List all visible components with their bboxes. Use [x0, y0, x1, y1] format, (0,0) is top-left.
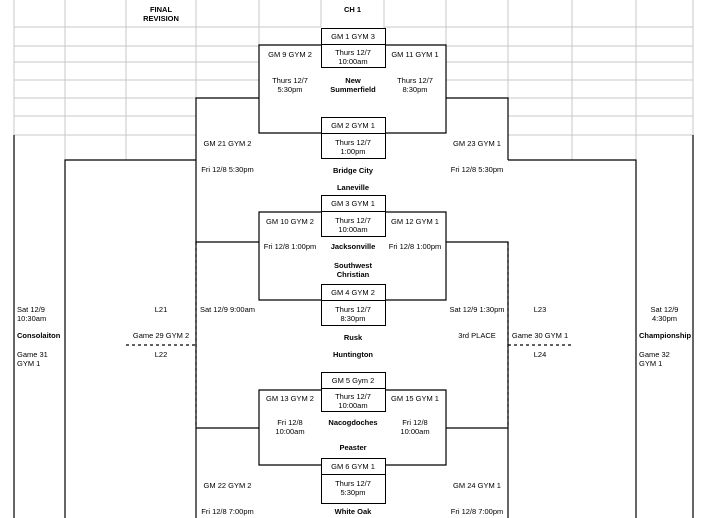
championship-label: Championship [639, 331, 692, 340]
game-2-team: Bridge City [332, 166, 373, 175]
game-3-label: GM 3 GYM 1 [331, 199, 375, 208]
game-3-team: Jacksonville [330, 242, 376, 251]
game-23-time: Fri 12/8 5:30pm [450, 165, 504, 174]
game-5-team2: Peaster [339, 443, 367, 452]
game-2-time: Thurs 12/7 1:00pm [335, 138, 371, 156]
game-4-label: GM 4 GYM 2 [331, 288, 375, 297]
game-2-time-box [321, 133, 386, 159]
game-11-label: GM 11 GYM 1 [391, 50, 439, 59]
game-24-time: Fri 12/8 7:00pm [450, 507, 504, 516]
game-5-team: Nacogdoches [328, 418, 378, 427]
game-9-label: GM 9 GYM 2 [268, 50, 312, 59]
game-1-time: Thurs 12/7 10:00am [335, 48, 371, 66]
ch-label: CH 1 [343, 5, 362, 14]
game-30-label: Game 30 GYM 1 [511, 331, 569, 340]
game-22-label: GM 22 GYM 2 [203, 481, 252, 490]
game-21-time: Fri 12/8 5:30pm [201, 165, 254, 174]
game-15-time: Fri 12/8 10:00am [400, 418, 430, 436]
game-12-time: Fri 12/8 1:00pm [388, 242, 442, 251]
game-21-label: GM 21 GYM 2 [203, 139, 252, 148]
game-11-time: Thurs 12/7 8:30pm [397, 76, 433, 94]
game-6-time-box [321, 474, 386, 504]
game-32-label: Game 32 GYM 1 [639, 350, 670, 368]
game-2-team2: Laneville [336, 183, 370, 192]
l22-label: L22 [154, 350, 168, 359]
l21-label: L21 [154, 305, 168, 314]
game-1-team: New Summerfield [330, 76, 376, 94]
l23-label: L23 [533, 305, 547, 314]
game-13-time: Fri 12/8 10:00am [275, 418, 305, 436]
game-6-label: GM 6 GYM 1 [331, 462, 375, 471]
game-23-label: GM 23 GYM 1 [453, 139, 501, 148]
game-3-team2: Southwest Christian [334, 261, 372, 279]
game-24-label: GM 24 GYM 1 [453, 481, 501, 490]
game-3-time-box [321, 211, 386, 237]
final-revision-label: FINAL REVISION [143, 5, 179, 23]
game-4-time: Thurs 12/7 8:30pm [335, 305, 371, 323]
right-time: Sat 12/9 4:30pm [650, 305, 679, 323]
game-12-label: GM 12 GYM 1 [391, 217, 439, 226]
game-13-label: GM 13 GYM 2 [266, 394, 314, 403]
game-1-time-box [321, 44, 386, 68]
game-9-time: Thurs 12/7 5:30pm [272, 76, 308, 94]
game-4-team2: Huntington [333, 350, 373, 359]
right-mid-time: Sat 12/9 1:30pm [449, 305, 505, 314]
left-mid-time: Sat 12/9 9:00am [199, 305, 256, 314]
game-4-team: Rusk [343, 333, 363, 342]
game-4-time-box [321, 300, 386, 326]
left-time: Sat 12/9 10:30am [17, 305, 47, 323]
game-5-time: Thurs 12/7 10:00am [335, 392, 371, 410]
game-31-label: Game 31 GYM 1 [17, 350, 48, 368]
game-6-time: Thurs 12/7 5:30pm [335, 479, 371, 497]
game-10-label: GM 10 GYM 2 [266, 217, 314, 226]
game-1-label: GM 1 GYM 3 [331, 32, 375, 41]
game-6-team: White Oak [334, 507, 372, 516]
game-3-time: Thurs 12/7 10:00am [335, 216, 371, 234]
game-15-label: GM 15 GYM 1 [391, 394, 439, 403]
l24-label: L24 [533, 350, 547, 359]
third-place-label: 3rd PLACE [458, 331, 496, 340]
game-29-label: Game 29 GYM 2 [132, 331, 190, 340]
game-5-label: GM 5 Gym 2 [331, 376, 375, 385]
game-5-time-box [321, 388, 386, 412]
game-2-label: GM 2 GYM 1 [331, 121, 375, 130]
game-22-time: Fri 12/8 7:00pm [201, 507, 254, 516]
game-10-time: Fri 12/8 1:00pm [263, 242, 317, 251]
consolation-label: Consolaiton [17, 331, 61, 340]
